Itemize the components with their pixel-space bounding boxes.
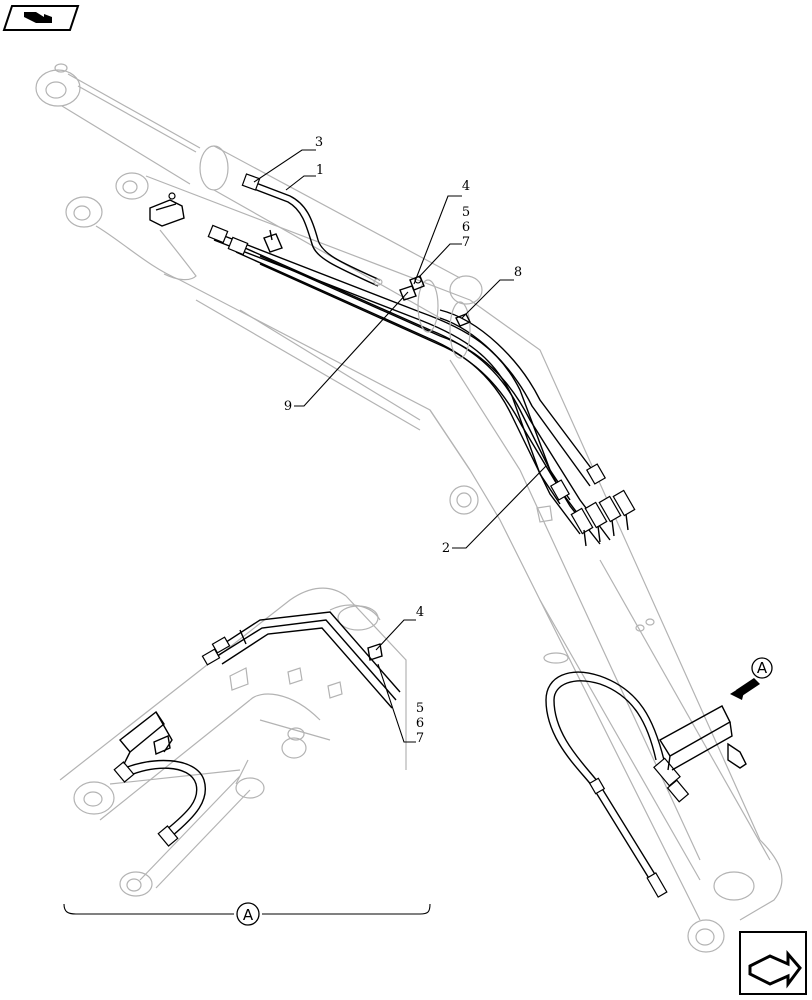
detail-callout-7-label: 7 (416, 731, 424, 746)
callout-9: 9 (284, 291, 409, 414)
arm (539, 559, 783, 953)
callout-1: 1 (285, 163, 324, 191)
callout-4-label: 4 (462, 179, 470, 194)
detail-callout-6-label: 6 (416, 716, 424, 731)
detail-callout-5-6-7: 5 6 7 (377, 663, 424, 746)
view-direction-arrow-icon (730, 678, 760, 700)
callout-1-label: 1 (316, 163, 324, 178)
prev-page-button[interactable] (2, 5, 80, 31)
callout-2-label: 2 (442, 541, 450, 556)
callout-3: 3 (253, 135, 323, 183)
detail-view-marker-label: A (243, 906, 254, 924)
tube-rings (373, 275, 471, 359)
detail-view-a (59, 587, 407, 897)
callout-8: 8 (461, 265, 522, 319)
callout-4: 4 (413, 179, 470, 285)
callout-5-label: 5 (462, 205, 470, 220)
arrow-forward-icon (748, 949, 802, 989)
callout-2: 2 (442, 465, 547, 556)
detail-callout-5-label: 5 (416, 701, 424, 716)
tube-fittings-left (207, 224, 283, 256)
detail-callout-4-label: 4 (416, 605, 424, 620)
boom-cylinder (35, 63, 461, 319)
callout-7-label: 7 (462, 235, 470, 250)
tube-couplings (549, 463, 636, 547)
callout-3-label: 3 (315, 135, 323, 150)
callout-9-label: 9 (284, 399, 292, 414)
view-marker-a-label: A (757, 659, 768, 677)
callout-5-6-7: 5 6 7 (419, 205, 470, 277)
arrow-back-icon (24, 12, 52, 23)
arm-hose (545, 671, 690, 898)
hydraulic-tube-bundle (213, 231, 611, 545)
next-page-button[interactable] (739, 931, 807, 995)
view-marker-a: A (730, 657, 773, 700)
boom-body (65, 172, 761, 901)
detail-view-bracket: A (63, 902, 431, 926)
hydraulic-tube-1 (241, 173, 381, 287)
callout-8-label: 8 (514, 265, 522, 280)
callout-6-label: 6 (462, 220, 470, 235)
tube-clamp (149, 192, 185, 227)
hose-bracket (659, 705, 747, 771)
detail-callout-4: 4 (375, 605, 424, 651)
